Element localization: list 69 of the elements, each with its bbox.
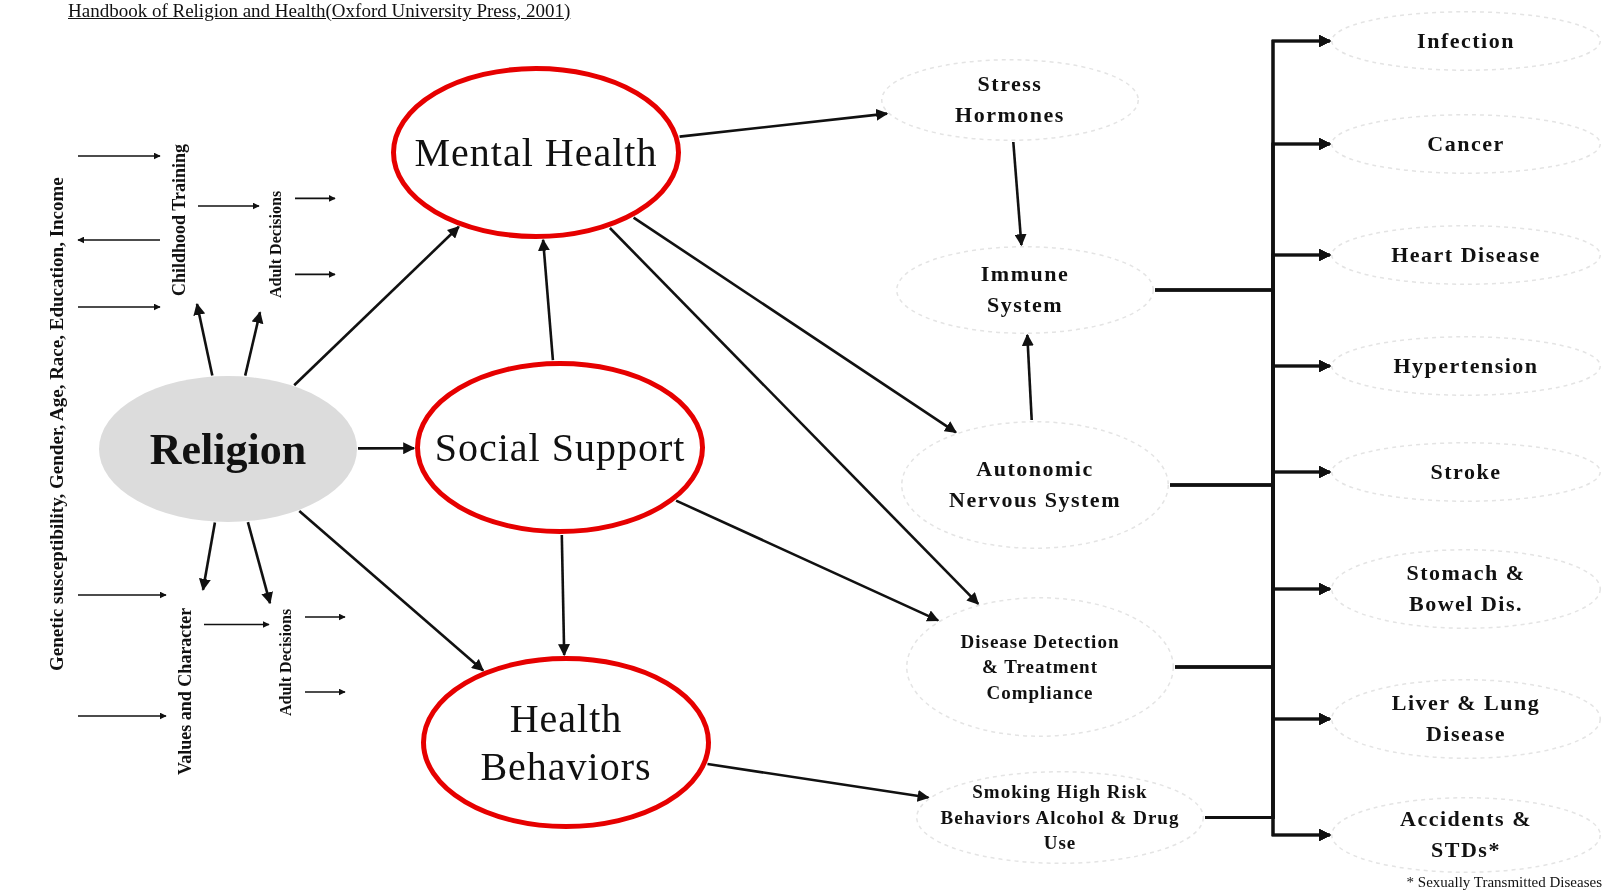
arrow xyxy=(77,152,161,160)
node-text: Cancer xyxy=(1427,129,1505,158)
arrow xyxy=(558,534,570,657)
arrow xyxy=(293,225,460,387)
node-text: Mental Health xyxy=(414,128,658,177)
arrow xyxy=(1205,816,1332,841)
citation: Handbook of Religion and Health(Oxford University Press, 2001) xyxy=(68,0,571,22)
arrow xyxy=(77,712,167,720)
vertical-label: Adult Decisions xyxy=(273,587,299,737)
node-text: Social Support xyxy=(434,423,686,472)
oval-node xyxy=(1330,796,1602,874)
node-text: Heart Disease xyxy=(1391,240,1541,269)
arrow xyxy=(294,270,336,278)
highlighted-oval xyxy=(420,655,712,830)
oval-node xyxy=(880,58,1140,142)
node-text: Liver & Lung Disease xyxy=(1390,689,1542,748)
node-text: Stress Hormones xyxy=(954,70,1066,129)
oval-node xyxy=(1330,10,1602,72)
oval-node xyxy=(1330,224,1602,286)
oval-node xyxy=(1330,335,1602,397)
node-text: Infection xyxy=(1417,26,1515,55)
node-text: Health Behaviors xyxy=(479,694,653,791)
node-text: Stroke xyxy=(1430,457,1502,486)
node-text: Autonomic Nervous System xyxy=(948,455,1122,514)
arrow xyxy=(199,522,217,591)
arrow xyxy=(203,621,270,628)
oval-node xyxy=(895,245,1155,335)
vertical-label: Childhood Training xyxy=(164,120,194,320)
oval-node xyxy=(1330,548,1602,630)
arrow xyxy=(243,311,264,376)
oval-node xyxy=(915,770,1205,865)
arrow xyxy=(246,521,273,605)
vertical-label: Genetic susceptibility, Gender, Age, Race, Education, Income xyxy=(40,108,74,740)
vertical-label: Adult Decisions xyxy=(263,168,289,320)
arrow xyxy=(197,202,260,210)
node-text: Religion xyxy=(149,423,307,475)
node-text: Hypertension xyxy=(1393,351,1539,380)
oval-node xyxy=(1330,113,1602,175)
arrow xyxy=(193,302,214,376)
arrow xyxy=(675,499,940,622)
arrow xyxy=(538,238,555,361)
node-text: Smoking High Risk Behaviors Alcohol & Drug Use xyxy=(939,780,1181,856)
vertical-label: Values and Character xyxy=(170,585,200,797)
arrow xyxy=(679,108,889,138)
arrow xyxy=(77,591,167,599)
arrow xyxy=(1012,141,1027,247)
central-oval xyxy=(98,375,358,523)
oval-node xyxy=(900,420,1170,550)
arrow xyxy=(358,442,416,455)
oval-node xyxy=(905,596,1175,738)
node-text: Accidents & STDs* xyxy=(1399,805,1533,864)
arrow xyxy=(608,227,980,605)
arrow xyxy=(298,509,484,672)
arrow xyxy=(77,303,161,311)
footnote: * Sexually Transmitted Diseases xyxy=(1406,874,1602,891)
arrow xyxy=(707,762,930,802)
arrow xyxy=(1021,333,1034,421)
arrow xyxy=(304,688,346,696)
node-text: Stomach & Bowel Dis. xyxy=(1405,559,1527,618)
oval-node xyxy=(1330,678,1602,760)
arrow xyxy=(304,613,346,621)
arrow xyxy=(294,194,336,202)
oval-node xyxy=(1330,441,1602,503)
arrow xyxy=(632,216,957,434)
node-text: Disease Detection & Treatment Compliance xyxy=(959,629,1121,705)
node-text: Immune System xyxy=(979,260,1071,319)
arrow xyxy=(77,236,161,244)
highlighted-oval xyxy=(414,360,706,535)
highlighted-oval xyxy=(390,65,682,240)
